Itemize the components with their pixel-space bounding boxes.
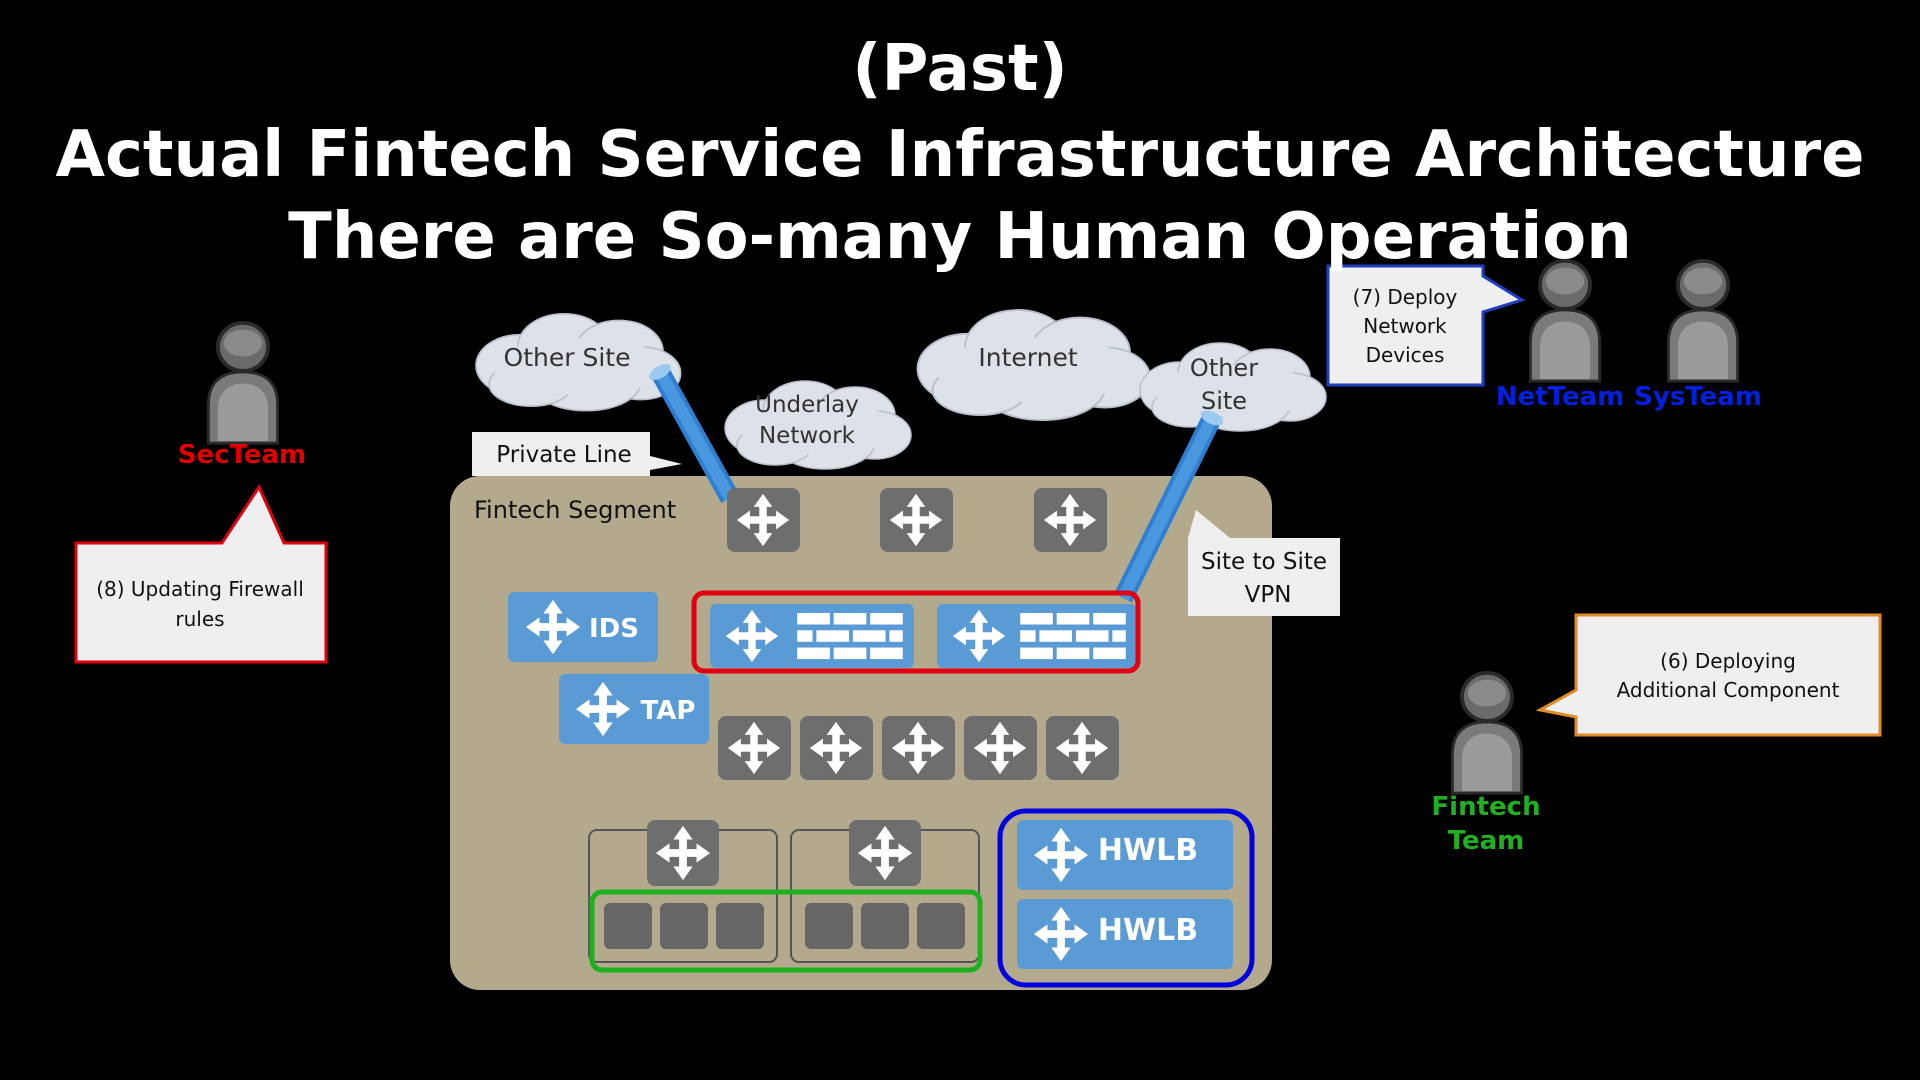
server-box xyxy=(660,903,708,949)
router-mid-5 xyxy=(1046,716,1119,780)
slide-title-human-operation: There are So-many Human Operation xyxy=(288,200,1632,274)
netteam-callout-line3: Devices xyxy=(1366,343,1445,367)
router-row xyxy=(718,716,1119,780)
fintechteam-label-line1: Fintech xyxy=(1431,792,1540,822)
netteam-callout-line2: Network xyxy=(1363,314,1447,338)
fintechteam-callout-line1: (6) Deploying xyxy=(1660,649,1796,673)
vpn-callout: Site to Site VPN xyxy=(1188,510,1340,616)
cloud-internet: Internet xyxy=(916,308,1152,422)
router-top-1 xyxy=(727,488,800,552)
cloud-label-network: Network xyxy=(759,423,856,449)
netteam-label: NetTeam xyxy=(1496,382,1624,412)
private-line-tunnel xyxy=(649,364,739,503)
ids-device: IDS xyxy=(508,592,658,662)
secteam-callout-line1: (8) Updating Firewall xyxy=(96,577,304,601)
firewall-1 xyxy=(710,604,914,668)
fintechteam-callout-line2: Additional Component xyxy=(1617,678,1840,702)
router-mid-3 xyxy=(882,716,955,780)
server-box xyxy=(716,903,764,949)
cloud-label-underlay: Underlay xyxy=(755,392,859,418)
fintech-segment-label: Fintech Segment xyxy=(474,496,676,524)
person-silhouette-icon xyxy=(206,320,280,445)
person-silhouette-icon xyxy=(1450,670,1524,795)
fintechteam-callout: (6) Deploying Additional Component xyxy=(1535,613,1882,737)
router-mid-2 xyxy=(800,716,873,780)
private-line-label: Private Line xyxy=(496,442,631,468)
cloud-underlay-network: Underlay Network xyxy=(724,380,912,470)
router-mid-4 xyxy=(964,716,1037,780)
fintechteam-label-line2: Team xyxy=(1448,826,1525,856)
router-top-3 xyxy=(1034,488,1107,552)
server-rack-left xyxy=(588,820,778,963)
cloud-other-site-right: Other Site xyxy=(1139,342,1327,432)
hwlb-bottom-label: HWLB xyxy=(1098,913,1198,948)
router-top-2 xyxy=(880,488,953,552)
hwlb-bottom: HWLB xyxy=(1017,899,1233,969)
vpn-tunnel xyxy=(1114,410,1224,603)
secteam-callout: (8) Updating Firewall rules xyxy=(74,483,328,664)
router-mid-1 xyxy=(718,716,791,780)
private-line-callout: Private Line xyxy=(472,432,682,476)
server-box xyxy=(917,903,965,949)
cloud-label-internet: Internet xyxy=(978,343,1077,372)
person-silhouette-icon xyxy=(1666,258,1740,383)
server-box xyxy=(861,903,909,949)
cloud-label-other: Other xyxy=(1190,354,1258,382)
lb-group-highlight xyxy=(997,808,1255,988)
slide-title-past: (Past) xyxy=(852,32,1068,106)
tap-label: TAP xyxy=(641,696,696,726)
server-box xyxy=(604,903,652,949)
netteam-callout: (7) Deploy Network Devices xyxy=(1326,264,1526,387)
ids-label: IDS xyxy=(589,614,639,644)
secteam-label: SecTeam xyxy=(178,440,306,470)
slide-title-architecture: Actual Fintech Service Infrastructure Ar… xyxy=(55,118,1865,192)
hwlb-top-label: HWLB xyxy=(1098,833,1198,868)
firewall-2 xyxy=(937,604,1137,668)
hwlb-top: HWLB xyxy=(1017,820,1233,890)
vpn-label-line2: VPN xyxy=(1245,582,1292,608)
server-rack-right xyxy=(790,820,980,963)
vpn-label-line1: Site to Site xyxy=(1201,549,1327,575)
person-silhouette-icon xyxy=(1528,258,1602,383)
tap-device: TAP xyxy=(559,674,709,744)
netteam-callout-line1: (7) Deploy xyxy=(1353,285,1458,309)
secteam-callout-line2: rules xyxy=(175,607,224,631)
systeam-label: SysTeam xyxy=(1634,382,1762,412)
firewall-group-highlight xyxy=(691,590,1141,674)
server-box xyxy=(805,903,853,949)
cloud-other-site-left: Other Site xyxy=(475,312,682,412)
cloud-label-site: Site xyxy=(1201,387,1247,415)
server-group-highlight xyxy=(589,889,983,973)
cloud-label-other-site: Other Site xyxy=(504,343,631,372)
